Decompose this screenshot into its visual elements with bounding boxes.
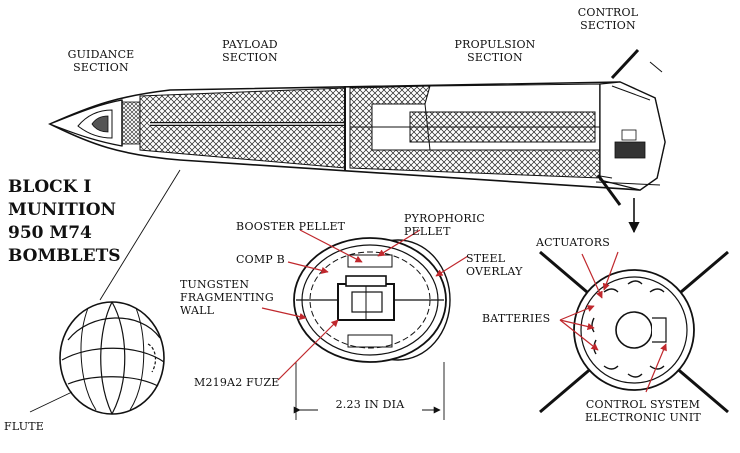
tungsten-line-2: FRAGMENTING [180,291,274,304]
control-section-label: CONTROL SECTION [556,6,660,32]
payload-line-1: PAYLOAD [222,38,278,51]
pyrophoric-line-1: PYROPHORIC [404,212,486,225]
bomblet-leader-line [99,169,181,301]
control-section [595,48,666,206]
block-title-line-3: 950 M74 [8,223,92,243]
comp-b-label: COMP B [236,253,285,266]
bomblet-cross-section [261,229,469,420]
control-unit-line-2: ELECTRONIC UNIT [585,411,701,424]
guidance-line-1: GUIDANCE [67,48,135,61]
steel-overlay-label: STEEL OVERLAY [466,252,523,278]
block-title-line-2: MUNITION [8,200,117,220]
pyrophoric-line-2: PELLET [404,225,451,238]
control-end-view [539,250,729,414]
payload-line-2: SECTION [222,51,278,64]
bomblet-illustration [29,301,165,415]
guidance-section [48,99,141,147]
block-title-line-4: BOMBLETS [8,246,121,266]
block-title-line-1: BLOCK I [8,177,92,197]
actuators-label: ACTUATORS [536,236,610,249]
guidance-section-label: GUIDANCE SECTION [46,48,156,74]
fuze-label: M219A2 FUZE [194,376,280,389]
control-line-1: CONTROL [577,6,639,19]
pyrophoric-pellet-label: PYROPHORIC PELLET [404,212,485,238]
missile-body [48,48,666,206]
tungsten-wall-label: TUNGSTEN FRAGMENTING WALL [180,278,274,317]
block-title: BLOCK I MUNITION 950 M74 BOMBLETS [8,176,121,268]
tungsten-line-1: TUNGSTEN [180,278,250,291]
steel-line-1: STEEL [466,252,506,265]
control-unit-line-1: CONTROL SYSTEM [585,398,701,411]
control-line-2: SECTION [580,19,636,32]
flute-leader [29,391,73,413]
batteries-label: BATTERIES [482,312,551,325]
booster-pellet-label: BOOSTER PELLET [236,220,346,233]
payload-section-label: PAYLOAD SECTION [200,38,300,64]
propulsion-line-1: PROPULSION [454,38,536,51]
propulsion-section-label: PROPULSION SECTION [430,38,560,64]
flute-label: FLUTE [4,420,44,433]
guidance-line-2: SECTION [73,61,129,74]
control-unit-label: CONTROL SYSTEM ELECTRONIC UNIT [578,398,708,424]
payload-section [139,86,346,170]
fuze-body [337,275,395,321]
propulsion-line-2: SECTION [467,51,523,64]
tungsten-line-3: WALL [180,304,215,317]
diameter-label: 2.23 IN DIA [318,398,422,411]
propulsion-section [349,83,601,180]
steel-line-2: OVERLAY [466,265,523,278]
